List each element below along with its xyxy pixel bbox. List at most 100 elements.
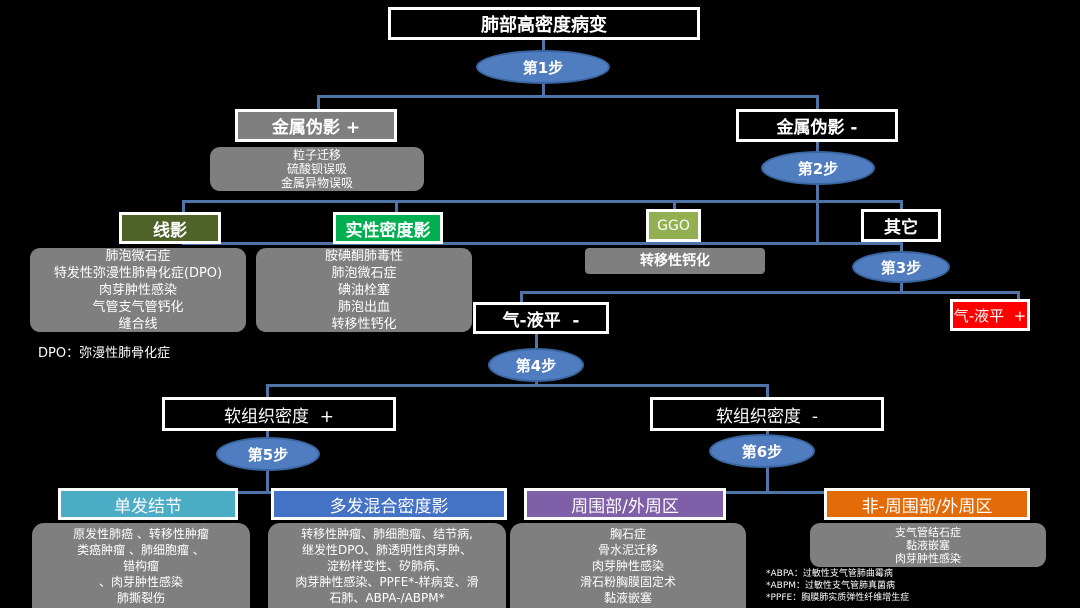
footnote-abpm: *ABPM：过敏性支气管肺真菌病 <box>766 581 896 591</box>
non-peripheral-node: 非-周围部/外周区 <box>824 488 1030 520</box>
list-item: 胸石症 <box>609 526 646 541</box>
ggo-list: 转移性钙化 <box>585 248 765 274</box>
connector-step2-split <box>182 242 903 245</box>
connector-to-metal-plus <box>317 95 320 111</box>
list-item: 碘油栓塞 <box>337 282 390 298</box>
metal-plus-label: 金属伪影 + <box>271 118 361 138</box>
list-item: 气管支气管钙化 <box>92 299 184 315</box>
peripheral-label: 周围部/外周区 <box>571 496 679 517</box>
other-label: 其它 <box>884 218 918 238</box>
metal-minus-label: 金属伪影 - <box>776 118 858 138</box>
solitary-nodule-node: 单发结节 <box>58 488 238 520</box>
list-item: 肺撕裂伤 <box>116 590 165 605</box>
connector-to-metal-minus <box>816 95 819 111</box>
list-item: 骨水泥迁移 <box>597 542 658 557</box>
list-item: 粒子迁移 <box>292 148 341 162</box>
solitary-nodule-list: 原发性肺癌 、转移性肿瘤 类癌肿瘤 、肺细胞瘤 、 错构瘤 、肉芽肿性感染 肺撕… <box>32 523 250 608</box>
air-fluid-plus-label: 气-液平 + <box>953 306 1027 325</box>
list-item: 石肺、ABPA-/ABPM* <box>329 590 445 605</box>
connector-to-soft-minus <box>766 384 769 398</box>
connector-to-solid-density <box>395 200 398 214</box>
step-2-label: 第2步 <box>797 159 839 178</box>
step-5-oval: 第5步 <box>216 437 320 471</box>
list-item: 淀粉样变性、矽肺病、 <box>326 558 447 573</box>
list-item: 缝合线 <box>118 316 158 332</box>
list-item: 金属异物误吸 <box>280 176 353 190</box>
connector-to-soft-plus <box>266 384 269 398</box>
step-3-oval: 第3步 <box>852 251 950 283</box>
list-item: 肉芽肿性感染 <box>98 282 177 298</box>
step-6-oval: 第6步 <box>709 434 815 468</box>
solid-density-node: 实性密度影 <box>333 212 443 244</box>
ggo-node: GGO <box>646 209 701 242</box>
list-item: 黏液嵌塞 <box>906 538 950 552</box>
list-item: 肉芽肿性感染 <box>591 558 664 573</box>
list-item: 类癌肿瘤 、肺细胞瘤 、 <box>77 542 205 557</box>
list-item: 转移性钙化 <box>331 316 397 332</box>
list-item: 转移性钙化 <box>640 252 710 269</box>
air-fluid-minus-node: 气-液平 - <box>473 302 609 334</box>
list-item: 肺泡微石症 <box>105 248 171 264</box>
peripheral-list: 胸石症 骨水泥迁移 肉芽肿性感染 滑石粉胸膜固定术 黏液嵌塞 <box>510 523 746 608</box>
step-1-label: 第1步 <box>522 58 564 77</box>
soft-tissue-plus-label: 软组织密度 + <box>223 406 335 427</box>
peripheral-node: 周围部/外周区 <box>524 488 726 520</box>
footnote-ppfe: *PPFE：胸膜肺实质弹性纤维增生症 <box>766 593 910 603</box>
step-3-label: 第3步 <box>880 258 922 277</box>
list-item: 肉芽肿性感染、PPFE*-样病变、滑 <box>295 574 479 589</box>
ggo-label: GGO <box>657 217 690 234</box>
footnotes: *ABPA：过敏性支气管肺曲霉病 *ABPM：过敏性支气管肺真菌病 *PPFE：… <box>766 568 909 604</box>
list-item: 胺碘酮肺毒性 <box>324 248 403 264</box>
connector-step3-split <box>520 291 1020 294</box>
list-item: 滑石粉胸膜固定术 <box>579 574 676 589</box>
connector-to-other <box>900 200 903 214</box>
solid-density-list: 胺碘酮肺毒性 肺泡微石症 碘油栓塞 肺泡出血 转移性钙化 <box>256 248 472 332</box>
connector-to-air-fluid-plus <box>1017 291 1020 303</box>
step-6-label: 第6步 <box>741 442 783 461</box>
list-item: 肺泡出血 <box>337 299 390 315</box>
multiple-mixed-label: 多发混合密度影 <box>329 496 449 517</box>
step-5-label: 第5步 <box>247 445 289 464</box>
connector-to-air-fluid-minus <box>520 291 523 305</box>
root-node: 肺部高密度病变 <box>388 7 700 40</box>
soft-tissue-plus-node: 软组织密度 + <box>162 397 396 431</box>
other-node: 其它 <box>861 209 941 242</box>
line-shadow-label: 线影 <box>153 220 187 241</box>
line-shadow-node: 线影 <box>119 212 221 244</box>
multiple-mixed-list: 转移性肿瘤、肺细胞瘤、结节病, 继发性DPO、肺透明性肉芽肿、 淀粉样变性、矽肺… <box>268 523 506 608</box>
list-item: 硫酸钡误吸 <box>286 162 347 176</box>
air-fluid-plus-node: 气-液平 + <box>950 299 1030 331</box>
metal-plus-list: 粒子迁移 硫酸钡误吸 金属异物误吸 <box>210 147 424 191</box>
connector-metal-minus-step2 <box>816 139 819 243</box>
list-item: 原发性肺癌 、转移性肿瘤 <box>73 526 209 541</box>
non-peripheral-label: 非-周围部/外周区 <box>861 496 993 517</box>
soft-tissue-minus-label: 软组织密度 - <box>716 406 818 427</box>
list-item: 、肉芽肿性感染 <box>98 574 183 589</box>
footnote-abpa: *ABPA：过敏性支气管肺曲霉病 <box>766 569 893 579</box>
list-item: 肺泡微石症 <box>331 265 397 281</box>
list-item: 错构瘤 <box>122 558 159 573</box>
list-item: 转移性肿瘤、肺细胞瘤、结节病, <box>301 526 473 541</box>
list-item: 黏液嵌塞 <box>603 590 652 605</box>
list-item: 继发性DPO、肺透明性肉芽肿、 <box>302 542 472 557</box>
metal-artifact-minus-node: 金属伪影 - <box>736 109 898 142</box>
root-label: 肺部高密度病变 <box>481 14 607 36</box>
connector-step6-split <box>610 491 944 494</box>
list-item: 支气管结石症 <box>895 525 961 539</box>
solid-density-label: 实性密度影 <box>345 220 431 241</box>
connector-step1-split <box>317 95 819 98</box>
soft-tissue-minus-node: 软组织密度 - <box>650 397 884 431</box>
solitary-nodule-label: 单发结节 <box>114 496 182 517</box>
connector-to-ggo <box>673 200 676 214</box>
step-2-oval: 第2步 <box>761 151 875 185</box>
step-1-oval: 第1步 <box>476 50 610 84</box>
list-item: 肉芽肿性感染 <box>895 551 961 565</box>
non-peripheral-list: 支气管结石症 黏液嵌塞 肉芽肿性感染 <box>810 523 1046 567</box>
step-4-label: 第4步 <box>515 356 557 375</box>
list-item: 特发性弥漫性肺骨化症(DPO) <box>53 265 223 281</box>
multiple-mixed-density-node: 多发混合密度影 <box>271 488 507 520</box>
connector-step4-split <box>266 384 769 387</box>
metal-artifact-plus-node: 金属伪影 + <box>235 109 397 142</box>
step-4-oval: 第4步 <box>488 348 584 382</box>
air-fluid-minus-label: 气-液平 - <box>502 310 580 331</box>
